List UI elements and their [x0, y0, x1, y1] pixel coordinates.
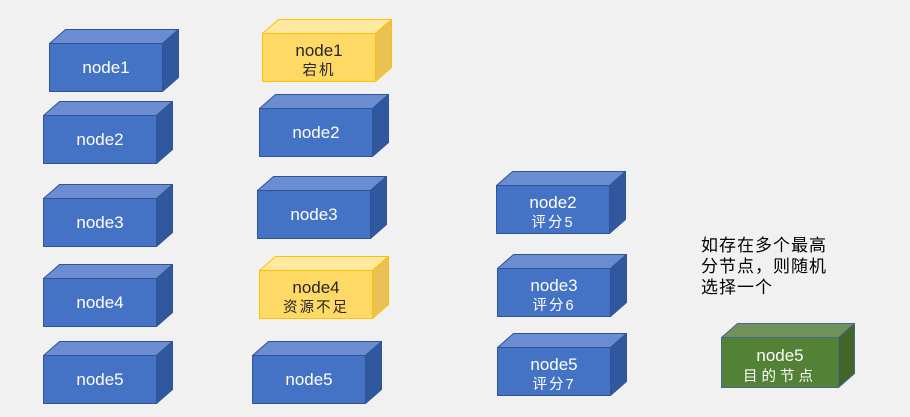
annotation-line: 分节点，则随机	[701, 257, 827, 277]
tie-break-annotation: 如存在多个最高 分节点，则随机 选择一个	[701, 236, 871, 299]
node-score-label: 评分5	[531, 214, 574, 231]
cube-front-face	[43, 355, 157, 404]
cube-all-node5: node5	[43, 341, 173, 404]
cube-top-face	[43, 341, 173, 356]
cube-filtered-node2: node2	[259, 94, 389, 157]
cube-front-face	[496, 185, 610, 234]
cube-top-face	[43, 101, 173, 116]
cube-top-face	[252, 341, 382, 356]
cube-scored-node2: node2 评分5	[496, 171, 626, 234]
cube-filtered-node4-no-resources: node4 资源不足	[259, 256, 389, 319]
cube-all-node4: node4	[43, 264, 173, 327]
cube-selected-node5-destination: node5 目的节点	[721, 323, 855, 388]
cube-front-face	[497, 347, 611, 396]
cube-filtered-node1-down: node1 宕机	[262, 19, 392, 82]
cube-all-node3: node3	[43, 184, 173, 247]
cube-front-face	[262, 33, 376, 82]
cube-filtered-node5: node5	[252, 341, 382, 404]
node-label: node3	[290, 205, 337, 224]
cube-top-face	[496, 171, 626, 186]
node-label: node4	[76, 293, 123, 312]
annotation-line: 如存在多个最高	[701, 236, 827, 256]
cube-all-node2: node2	[43, 101, 173, 164]
node-label: node1	[82, 58, 129, 77]
node-label: node3	[76, 213, 123, 232]
cube-front-face	[252, 355, 366, 404]
cube-top-face	[257, 176, 387, 191]
cube-front-face	[259, 108, 373, 157]
cube-top-face	[43, 184, 173, 199]
cube-front-face	[721, 337, 839, 388]
node-label: node2	[292, 123, 339, 142]
cube-all-node1: node1	[49, 29, 179, 92]
node-role-label: 目的节点	[743, 368, 817, 385]
cube-front-face	[49, 43, 163, 92]
cube-front-face	[43, 278, 157, 327]
node-label: node5	[756, 346, 803, 365]
cube-top-face	[259, 256, 389, 271]
cube-front-face	[43, 198, 157, 247]
cube-top-face	[49, 29, 179, 44]
node-label: node1	[295, 41, 342, 60]
node-label: node2	[529, 193, 576, 212]
node-status-label: 宕机	[303, 62, 336, 79]
cube-scored-node5: node5 评分7	[497, 333, 627, 396]
cube-top-face	[43, 264, 173, 279]
cube-top-face	[262, 19, 392, 34]
node-label: node5	[76, 370, 123, 389]
cube-top-face	[497, 254, 627, 269]
node-label: node5	[530, 355, 577, 374]
node-status-label: 资源不足	[283, 299, 349, 316]
node-score-label: 评分6	[532, 297, 575, 314]
cube-scored-node3: node3 评分6	[497, 254, 627, 317]
cube-top-face	[497, 333, 627, 348]
node-label: node3	[530, 276, 577, 295]
node-label: node4	[292, 278, 339, 297]
cube-filtered-node3: node3	[257, 176, 387, 239]
annotation-line: 选择一个	[701, 278, 773, 298]
cube-front-face	[259, 270, 373, 319]
cube-front-face	[497, 268, 611, 317]
cube-front-face	[43, 115, 157, 164]
node-label: node2	[76, 130, 123, 149]
cube-top-face	[259, 94, 389, 109]
node-score-label: 评分7	[532, 376, 575, 393]
node-label: node5	[285, 370, 332, 389]
cube-front-face	[257, 190, 371, 239]
cube-top-face	[721, 323, 855, 338]
